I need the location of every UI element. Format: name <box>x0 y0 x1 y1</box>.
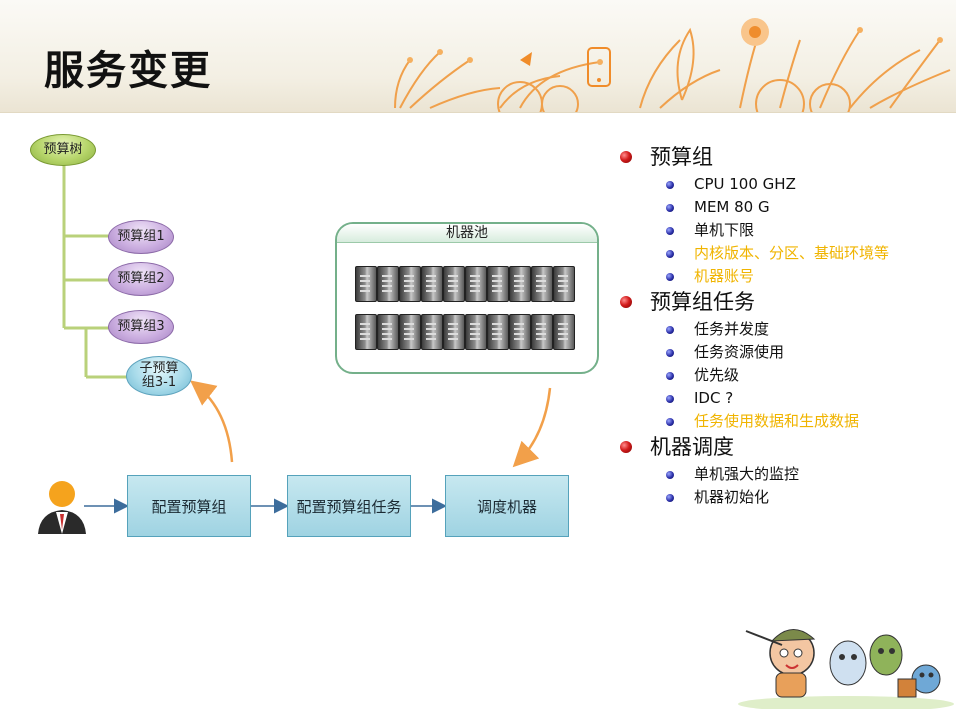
red-bullet-icon <box>620 441 632 453</box>
blue-bullet-icon <box>666 494 674 502</box>
server-icon <box>355 266 377 302</box>
bullet-item: 机器账号 <box>618 265 948 288</box>
bullet-item: 任务使用数据和生成数据 <box>618 410 948 433</box>
bullet-item: 任务并发度 <box>618 318 948 341</box>
bullet-item-text: 任务并发度 <box>694 320 770 338</box>
bullet-heading: 预算组 <box>618 143 948 173</box>
bullet-item: 内核版本、分区、基础环境等 <box>618 242 948 265</box>
server-icon <box>421 266 443 302</box>
server-icon <box>509 266 531 302</box>
budget-group-3: 预算组3 <box>108 310 174 344</box>
bullet-item-text: 单机下限 <box>694 221 755 239</box>
page-title: 服务变更 <box>44 48 212 94</box>
budget-group-1: 预算组1 <box>108 220 174 254</box>
bullet-item-text: 任务使用数据和生成数据 <box>694 412 860 430</box>
blue-bullet-icon <box>666 250 674 258</box>
bullet-item-text: 单机强大的监控 <box>694 465 800 483</box>
blue-bullet-icon <box>666 326 674 334</box>
floral-decoration <box>394 18 951 112</box>
bullet-item-text: MEM 80 G <box>694 198 770 216</box>
bullet-item: 任务资源使用 <box>618 341 948 364</box>
schedule-machine-step: 调度机器 <box>445 475 569 537</box>
server-icon <box>355 314 377 350</box>
blue-bullet-icon <box>666 204 674 212</box>
bullet-item-text: 优先级 <box>694 366 740 384</box>
machine-pool: 机器池 <box>335 222 599 374</box>
bullet-heading-text: 预算组任务 <box>650 290 755 314</box>
server-icon <box>443 314 465 350</box>
header-band: 服务变更 <box>0 0 956 113</box>
server-icon <box>443 266 465 302</box>
server-icon <box>465 314 487 350</box>
bullet-item: 优先级 <box>618 364 948 387</box>
bullet-item: CPU 100 GHZ <box>618 173 948 196</box>
bullet-heading-text: 机器调度 <box>650 435 734 459</box>
blue-bullet-icon <box>666 471 674 479</box>
bullet-heading: 预算组任务 <box>618 288 948 318</box>
bullet-item-text: 任务资源使用 <box>694 343 785 361</box>
server-icon <box>399 314 421 350</box>
blue-bullet-icon <box>666 227 674 235</box>
bullet-item: MEM 80 G <box>618 196 948 219</box>
blue-bullet-icon <box>666 418 674 426</box>
cartoon-characters-illustration <box>738 629 954 709</box>
server-icon <box>487 266 509 302</box>
red-bullet-icon <box>620 296 632 308</box>
bullet-heading-text: 预算组 <box>650 145 713 169</box>
bullet-item-text: 机器账号 <box>694 267 755 285</box>
budget-tree-root: 预算树 <box>30 134 96 166</box>
server-icon <box>421 314 443 350</box>
machine-pool-label: 机器池 <box>337 224 597 243</box>
blue-bullet-icon <box>666 349 674 357</box>
server-icon <box>465 266 487 302</box>
bullet-item: 单机强大的监控 <box>618 463 948 486</box>
server-icon <box>553 314 575 350</box>
server-icon <box>531 314 553 350</box>
server-icon <box>377 314 399 350</box>
blue-bullet-icon <box>666 273 674 281</box>
sub-budget-group-3-1: 子预算 组3-1 <box>126 356 192 396</box>
bullet-item-text: 机器初始化 <box>694 488 770 506</box>
bullet-item-text: IDC ? <box>694 389 734 407</box>
server-icon <box>487 314 509 350</box>
server-icon <box>553 266 575 302</box>
bullet-item: 单机下限 <box>618 219 948 242</box>
server-icon <box>399 266 421 302</box>
bullet-item: IDC ? <box>618 387 948 410</box>
bullet-item: 机器初始化 <box>618 486 948 509</box>
red-bullet-icon <box>620 151 632 163</box>
blue-bullet-icon <box>666 181 674 189</box>
configure-budget-group-step: 配置预算组 <box>127 475 251 537</box>
bullet-item-text: CPU 100 GHZ <box>694 175 796 193</box>
configure-budget-task-step: 配置预算组任务 <box>287 475 411 537</box>
bullet-heading: 机器调度 <box>618 433 948 463</box>
blue-bullet-icon <box>666 395 674 403</box>
budget-group-2: 预算组2 <box>108 262 174 296</box>
server-icon <box>531 266 553 302</box>
server-icon <box>377 266 399 302</box>
bullet-item-text: 内核版本、分区、基础环境等 <box>694 244 890 262</box>
user-icon <box>38 481 86 534</box>
server-icon <box>509 314 531 350</box>
blue-bullet-icon <box>666 372 674 380</box>
